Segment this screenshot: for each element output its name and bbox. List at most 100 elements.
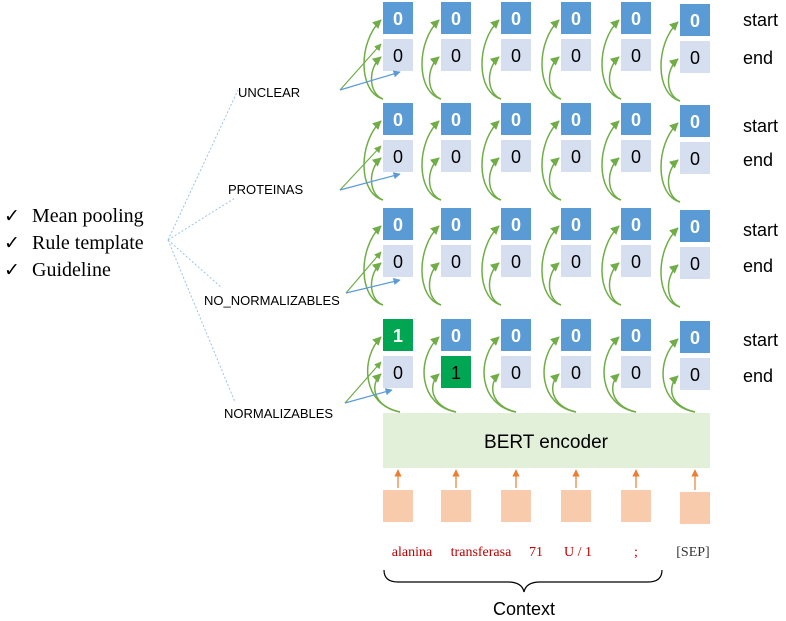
loop-arrows: [363, 19, 681, 102]
end-loop-arrow: [548, 157, 562, 201]
label-connector-arrows: [345, 251, 401, 294]
start-value: 0: [631, 110, 641, 130]
end-value: 0: [690, 254, 700, 274]
start-cell: [383, 103, 413, 135]
end-cell: [441, 140, 471, 172]
end-row: 0 1 0 0 0 0: [383, 356, 710, 390]
token-box: [621, 490, 651, 522]
end-loop-arrow: [428, 56, 442, 100]
label-group-normalizables: NORMALIZABLES 1 0 0 0 0 0 0 1 0 0 0: [224, 319, 778, 421]
token-text: 71: [529, 545, 543, 560]
end-row-label: end: [743, 150, 773, 170]
token-inputs: [383, 469, 710, 524]
end-loop-arrow: [370, 262, 384, 306]
start-value: 0: [690, 11, 700, 31]
start-value: 0: [631, 9, 641, 29]
end-cell: [383, 245, 413, 277]
start-cell: [441, 319, 471, 351]
fanout-line: [167, 239, 236, 403]
end-value: 0: [571, 252, 581, 272]
end-row: 0 0 0 0 0 0: [383, 245, 710, 279]
start-cell: [561, 319, 591, 351]
end-cell: [680, 41, 710, 73]
start-value: 0: [393, 9, 403, 29]
end-row-label: end: [743, 366, 773, 386]
end-loop-arrow: [488, 262, 502, 306]
label-connector-arrow: [339, 70, 401, 91]
label-group-unclear: UNCLEAR 0 0 0 0 0 0 0 0 0 0 0: [238, 2, 778, 102]
context-label: Context: [493, 599, 555, 619]
start-value: 0: [631, 215, 641, 235]
bert-encoder: BERT encoder: [383, 413, 710, 468]
start-loop-arrow: [601, 120, 622, 201]
end-cell: [501, 356, 531, 388]
start-value: 0: [690, 328, 700, 348]
label-name: NORMALIZABLES: [224, 406, 333, 421]
end-row: 0 0 0 0 0 0: [383, 39, 710, 73]
end-loop-arrow: [608, 56, 622, 100]
start-cell: [501, 2, 531, 34]
end-cell-highlighted: [441, 356, 471, 388]
context-brace: [383, 569, 663, 593]
token-box: [383, 490, 413, 522]
token-box: [561, 490, 591, 522]
fanout-line: [167, 197, 236, 241]
encoder-label: BERT encoder: [484, 432, 609, 453]
end-loop-arrow: [429, 373, 457, 413]
end-value: 0: [511, 46, 521, 66]
start-cell: [561, 208, 591, 240]
label-connector-arrow: [344, 361, 382, 404]
end-value: 0: [451, 147, 461, 167]
start-row: 0 0 0 0 0 0: [383, 103, 710, 137]
token-text: alanina: [392, 545, 433, 560]
end-row: 0 0 0 0 0 0: [383, 140, 710, 174]
end-value: 0: [451, 252, 461, 272]
end-cell: [561, 140, 591, 172]
end-cell: [680, 142, 710, 174]
start-cell: [621, 2, 651, 34]
end-cell: [383, 39, 413, 71]
start-value: 0: [511, 110, 521, 130]
end-cell: [501, 245, 531, 277]
end-value: 0: [631, 147, 641, 167]
end-value: 0: [690, 365, 700, 385]
end-cell: [441, 245, 471, 277]
start-cell: [501, 319, 531, 351]
end-cell: [501, 140, 531, 172]
label-connector-arrow: [345, 251, 382, 294]
end-cell: [621, 39, 651, 71]
label-group-no-normalizables: NO_NORMALIZABLES 0 0 0 0 0 0 0 0 0 0 0: [204, 208, 778, 308]
start-value: 1: [393, 326, 403, 346]
encoder-box: [383, 413, 710, 468]
label-connector-arrow: [344, 388, 393, 404]
start-row-label: start: [743, 220, 778, 240]
loop-arrows: [363, 225, 681, 308]
start-value: 0: [631, 326, 641, 346]
start-cell: [383, 2, 413, 34]
start-value: 0: [511, 215, 521, 235]
end-loop-arrow: [488, 157, 502, 201]
start-value: 0: [451, 326, 461, 346]
start-loop-arrow: [660, 21, 681, 102]
start-loop-arrow: [363, 225, 384, 306]
start-row-label: start: [743, 10, 778, 30]
end-loop-arrow: [370, 157, 384, 201]
start-cell: [383, 208, 413, 240]
token-box: [501, 490, 531, 522]
end-value: 0: [631, 252, 641, 272]
start-cell-highlighted: [383, 319, 413, 351]
end-loop-arrow: [488, 56, 502, 100]
token-text: U / 1: [564, 545, 592, 560]
end-row-label: end: [743, 48, 773, 68]
end-loop-arrow: [428, 157, 442, 201]
end-value: 0: [690, 48, 700, 68]
start-value: 0: [451, 9, 461, 29]
start-cell: [621, 103, 651, 135]
end-value: 0: [451, 46, 461, 66]
end-cell: [383, 140, 413, 172]
start-loop-arrow: [363, 19, 384, 100]
label-group-proteinas: PROTEINAS 0 0 0 0 0 0 0 0 0 0 0: [228, 103, 778, 203]
end-value: 0: [571, 363, 581, 383]
start-value: 0: [571, 326, 581, 346]
start-cell: [441, 2, 471, 34]
